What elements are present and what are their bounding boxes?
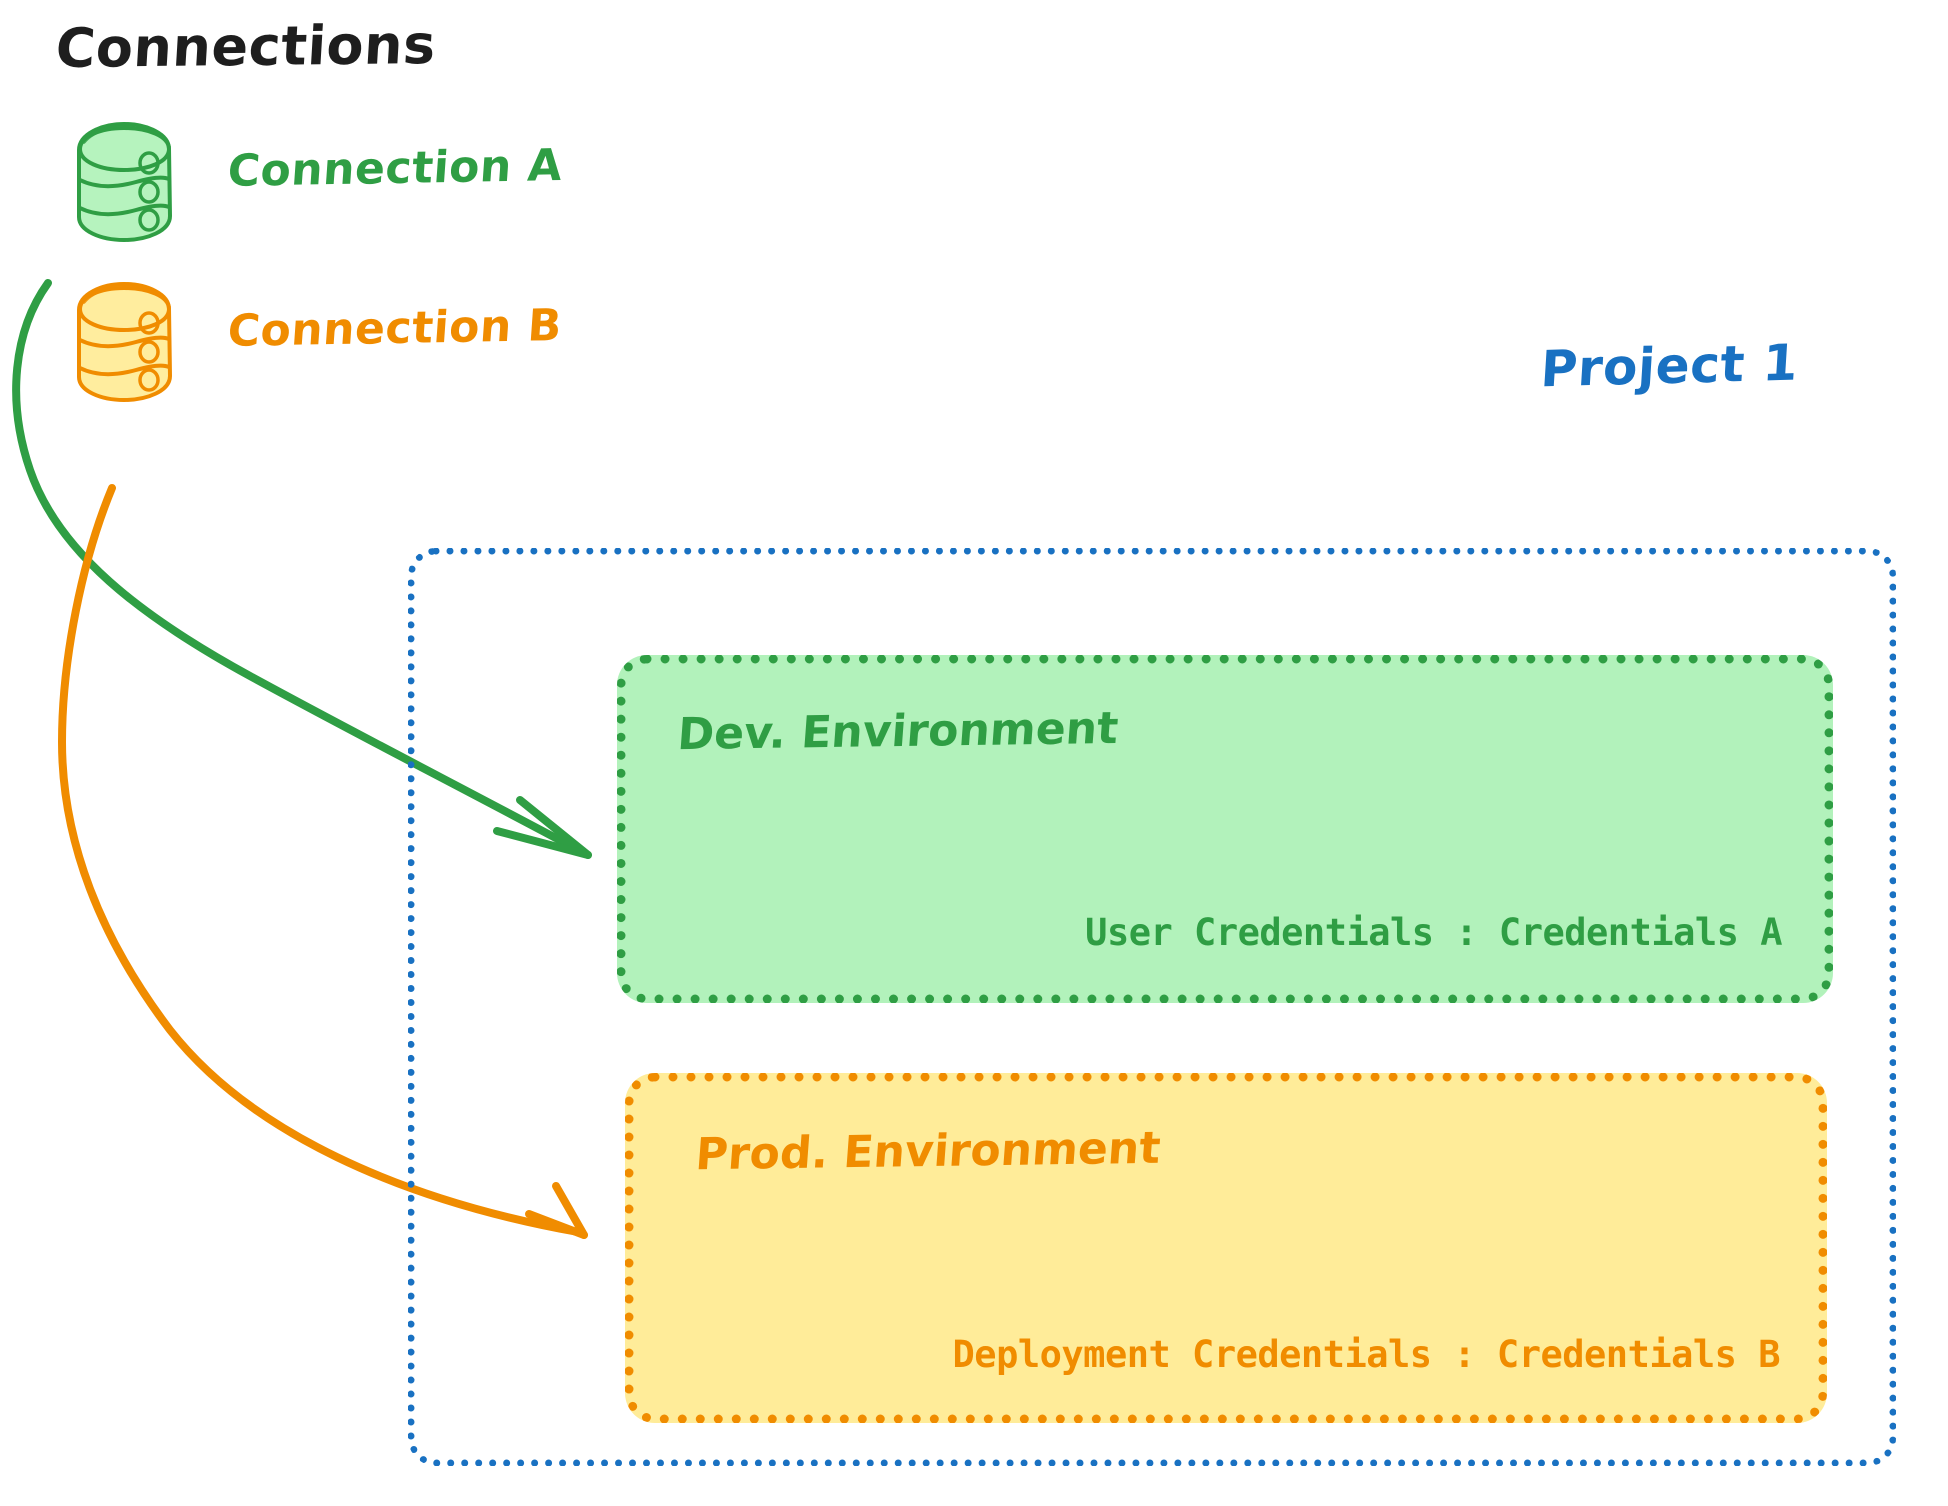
- dev-environment-title: Dev. Environment: [675, 702, 1121, 761]
- connection-b-label: Connection B: [225, 300, 564, 357]
- page-title: Connections: [53, 13, 438, 80]
- prod-environment-credentials: Deployment Credentials : Credentials B: [952, 1333, 1781, 1376]
- database-icon-connection-b: [77, 282, 172, 402]
- dev-environment-credentials: User Credentials : Credentials A: [1085, 911, 1782, 954]
- prod-environment-box: Prod. Environment Deployment Credentials…: [625, 1073, 1827, 1423]
- project-label: Project 1: [1538, 333, 1800, 399]
- dev-environment-box: Dev. Environment User Credentials : Cred…: [617, 655, 1833, 1003]
- connection-a-label: Connection A: [225, 140, 565, 197]
- prod-environment-title: Prod. Environment: [693, 1122, 1163, 1181]
- project-container: Dev. Environment User Credentials : Cred…: [408, 548, 1896, 1466]
- database-icon-connection-a: [77, 122, 172, 242]
